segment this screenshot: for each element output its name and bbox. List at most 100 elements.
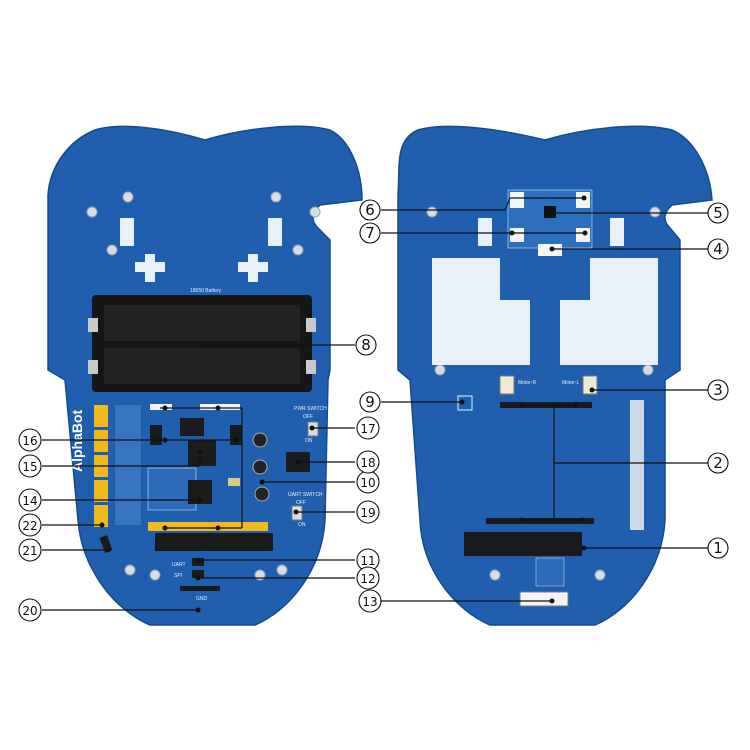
mount-hole (86, 206, 98, 218)
raspberry-pi-header (464, 532, 582, 556)
capacitor (254, 486, 270, 502)
svg-text:4: 4 (713, 240, 723, 258)
battery-contact (88, 360, 98, 374)
uart-off-label: OFF (296, 500, 306, 506)
connector-6 (510, 192, 524, 208)
screw-terminal-column (94, 405, 108, 527)
leader-9-dot (459, 399, 465, 405)
leader-11-dot (195, 557, 201, 563)
leader-6b (504, 197, 511, 211)
resistor-grid (535, 557, 565, 587)
callout-4: 4 (707, 238, 729, 260)
pwr-switch-label: PWR SWITCH (294, 406, 327, 412)
callout-1: 1 (707, 537, 729, 559)
silk-pad (610, 218, 624, 246)
leader-16-dot (233, 437, 239, 443)
uart-jumper-label: UART (172, 562, 186, 568)
mount-hole (309, 206, 321, 218)
connector-4b (576, 228, 590, 242)
svg-text:7: 7 (365, 224, 375, 242)
svg-text:14: 14 (22, 494, 37, 508)
leader-22-dot (99, 522, 105, 528)
pwr-off-label: OFF (303, 414, 313, 420)
uart-on-label: ON (298, 522, 306, 528)
leader-18-dot (295, 459, 301, 465)
ic-chip-16 (180, 418, 204, 436)
alphabot-logo: AlphaBot (69, 409, 85, 472)
callout-badges: 1 2 3 4 5 6 7 8 9 10 11 12 13 14 15 16 1… (18, 199, 729, 622)
callout-7: 7 (359, 222, 381, 244)
gnd-label: GND (196, 596, 208, 602)
leader-2-dot (573, 402, 579, 408)
callout-22: 22 (18, 513, 42, 537)
callout-20: 20 (18, 598, 42, 622)
motor-r-label: Motor-R (518, 380, 536, 386)
capacitor (252, 432, 268, 448)
svg-text:2: 2 (713, 454, 723, 472)
arduino-header-yellow (148, 522, 268, 531)
battery-slot (104, 305, 300, 341)
callout-18: 18 (356, 450, 380, 474)
svg-text:1: 1 (713, 539, 723, 557)
leader-15-dot (197, 449, 203, 455)
callout-8: 8 (355, 334, 377, 356)
leader-20-dot (195, 607, 201, 613)
svg-text:19: 19 (360, 506, 375, 520)
spi-header (180, 586, 220, 591)
leader-14-dot (197, 497, 203, 503)
mount-hole (434, 364, 446, 376)
svg-text:10: 10 (360, 476, 375, 490)
callout-3: 3 (707, 379, 729, 401)
leader-12-dot (195, 575, 201, 581)
callout-17: 17 (356, 416, 380, 440)
leaders (42, 195, 708, 613)
mount-hole (124, 564, 136, 576)
silk-cross (135, 254, 165, 282)
leader-16-dot (162, 437, 168, 443)
leader-21-dot (105, 547, 111, 553)
silk-pad (120, 218, 134, 246)
motor-r-connector (499, 375, 515, 395)
leader-4-dot (549, 246, 555, 252)
connector-13 (519, 591, 569, 607)
callout-9: 9 (359, 391, 381, 413)
callout-13: 13 (358, 589, 382, 613)
battery-contact (306, 318, 316, 332)
battery-contact (306, 360, 316, 374)
crystal (228, 478, 240, 486)
mount-hole (276, 564, 288, 576)
silk-cross (238, 254, 268, 282)
leader-17-dot (309, 425, 315, 431)
jumper-header (150, 404, 172, 410)
motor-l-label: Motor-L (562, 380, 579, 386)
leader-3-dot (589, 387, 595, 393)
mount-hole (122, 191, 134, 203)
battery-pad-9 (457, 395, 473, 411)
motor-mount-silk (560, 258, 658, 365)
mount-hole (489, 569, 501, 581)
mount-hole (649, 206, 661, 218)
leader-6-dot (581, 195, 587, 201)
uart-switch-label: UART SWITCH (288, 492, 323, 498)
header-grid (115, 405, 141, 525)
motor-mount-silk (432, 258, 530, 365)
svg-text:15: 15 (22, 460, 37, 474)
leader-2-dot (579, 517, 585, 523)
leader-2-dot (519, 517, 525, 523)
callout-10: 10 (356, 470, 380, 494)
callout-14: 14 (18, 488, 42, 512)
mount-hole (149, 569, 161, 581)
callout-21: 21 (18, 538, 42, 562)
svg-text:22: 22 (22, 519, 37, 533)
battery-contact (88, 318, 98, 332)
mount-hole (270, 191, 282, 203)
svg-text:16: 16 (22, 434, 37, 448)
callout-15: 15 (18, 454, 42, 478)
pin-column (630, 400, 644, 530)
callout-6: 6 (359, 199, 381, 221)
callout-2: 2 (707, 452, 729, 474)
battery-slot (104, 348, 300, 384)
leader-8-dot (197, 342, 203, 348)
mount-hole (642, 364, 654, 376)
mount-hole (292, 244, 304, 256)
